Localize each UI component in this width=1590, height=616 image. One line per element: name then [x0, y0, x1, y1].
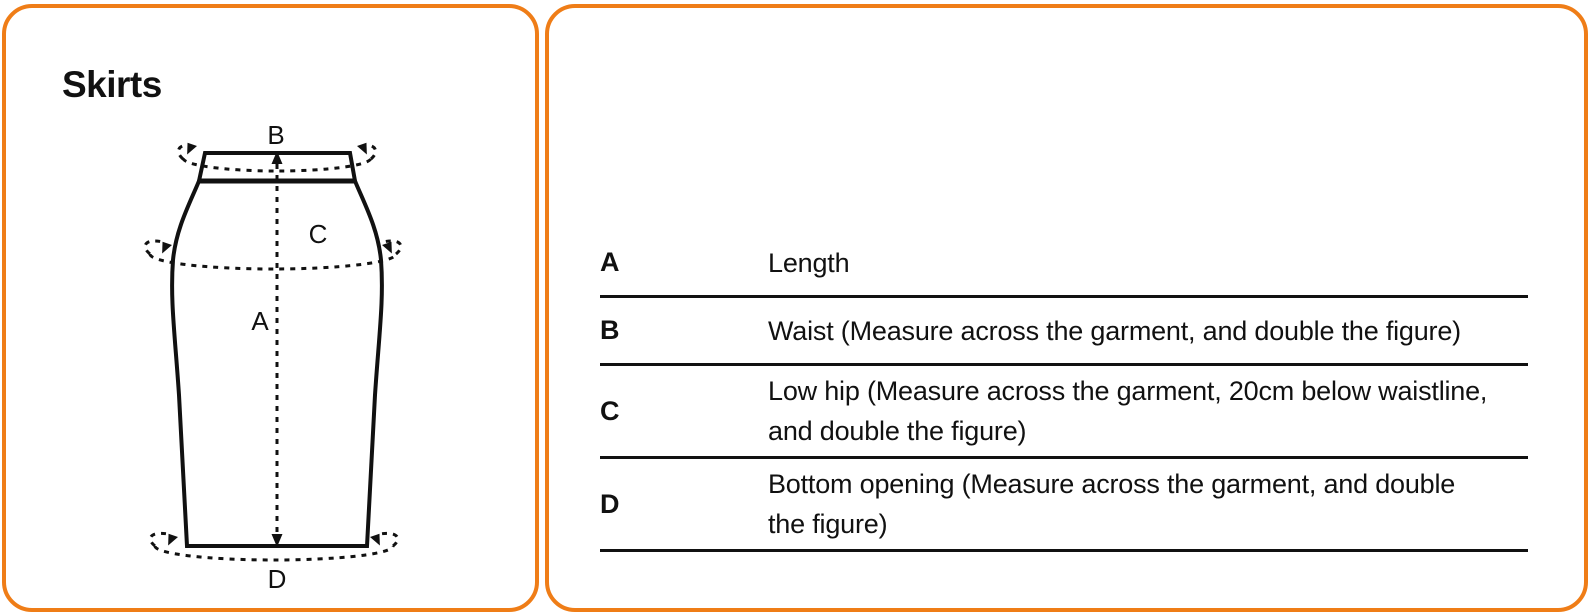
table-row: A Length — [600, 230, 1528, 298]
measure-key: D — [600, 488, 620, 519]
label-B: B — [267, 120, 284, 150]
table-row: C Low hip (Measure across the garment, 2… — [600, 366, 1528, 459]
measure-description: Bottom opening (Measure across the garme… — [768, 469, 1456, 539]
measure-key: C — [600, 395, 620, 426]
waist-measure-arc — [181, 157, 373, 173]
page-title: Skirts — [62, 64, 162, 105]
skirt-diagram-card: Skirts — [2, 4, 539, 612]
measurement-table: A Length B Waist (Measure across the gar… — [600, 230, 1528, 552]
hip-measure-arc — [148, 253, 398, 271]
measure-description: Length — [768, 247, 850, 278]
measure-key: B — [600, 315, 620, 345]
label-C: C — [309, 219, 328, 249]
table-row: B Waist (Measure across the garment, and… — [600, 298, 1528, 366]
measurement-legend-card: A Length B Waist (Measure across the gar… — [545, 4, 1588, 612]
measure-description: Waist (Measure across the garment, and d… — [768, 315, 1461, 346]
label-A: A — [251, 306, 269, 336]
measure-description: Low hip (Measure across the garment, 20c… — [768, 376, 1488, 446]
table-row: D Bottom opening (Measure across the gar… — [600, 459, 1528, 552]
measure-arrowheads — [162, 142, 392, 547]
skirt-measurement-diagram: B C A D — [143, 120, 403, 594]
label-D: D — [268, 564, 287, 594]
bottom-measure-arc — [153, 545, 395, 562]
measure-key: A — [600, 247, 620, 277]
